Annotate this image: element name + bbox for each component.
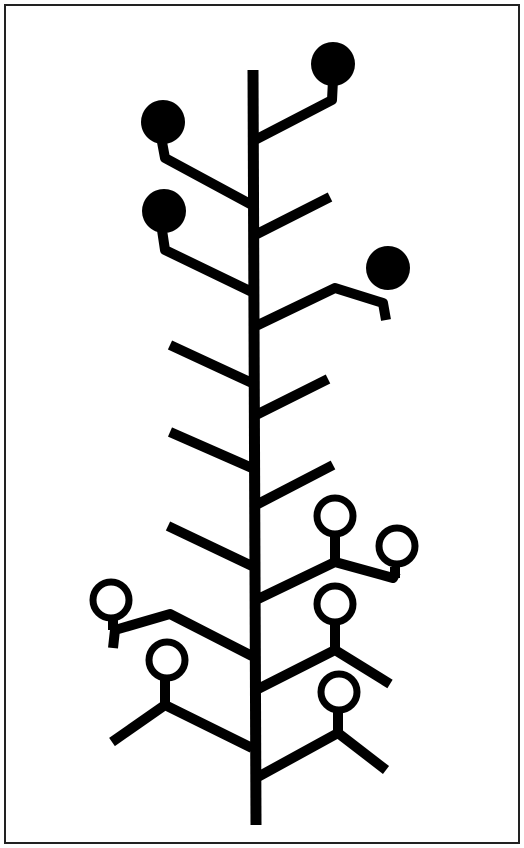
empty-branch bbox=[170, 345, 252, 383]
empty-branch bbox=[256, 379, 328, 415]
filled-fruit bbox=[311, 42, 355, 86]
branch-with-filled-fruit bbox=[256, 246, 410, 326]
branch-with-open-flowers bbox=[256, 674, 386, 778]
filled-fruit bbox=[142, 189, 186, 233]
main-stem bbox=[253, 70, 256, 825]
branch-line bbox=[256, 733, 386, 778]
branch-with-filled-fruit bbox=[141, 100, 252, 205]
open-flower bbox=[93, 582, 129, 618]
branch-line bbox=[256, 288, 386, 326]
branch-line bbox=[255, 80, 333, 140]
branch-line bbox=[162, 230, 252, 292]
figure-frame bbox=[5, 5, 519, 843]
filled-fruit bbox=[366, 246, 410, 290]
open-flower bbox=[321, 674, 357, 710]
empty-branch bbox=[168, 526, 252, 566]
open-flower bbox=[379, 528, 415, 564]
branch-with-open-flowers bbox=[112, 642, 252, 748]
open-flower bbox=[149, 642, 185, 678]
empty-branch bbox=[256, 465, 333, 505]
branch-with-open-flowers bbox=[256, 586, 390, 690]
empty-branch bbox=[170, 432, 252, 468]
branch-with-filled-fruit bbox=[142, 189, 252, 292]
empty-branch bbox=[255, 197, 330, 235]
branch-line bbox=[112, 705, 252, 748]
branch-with-filled-fruit bbox=[255, 42, 355, 140]
open-flower bbox=[317, 498, 353, 534]
open-flower bbox=[317, 586, 353, 622]
filled-fruit bbox=[141, 100, 185, 144]
